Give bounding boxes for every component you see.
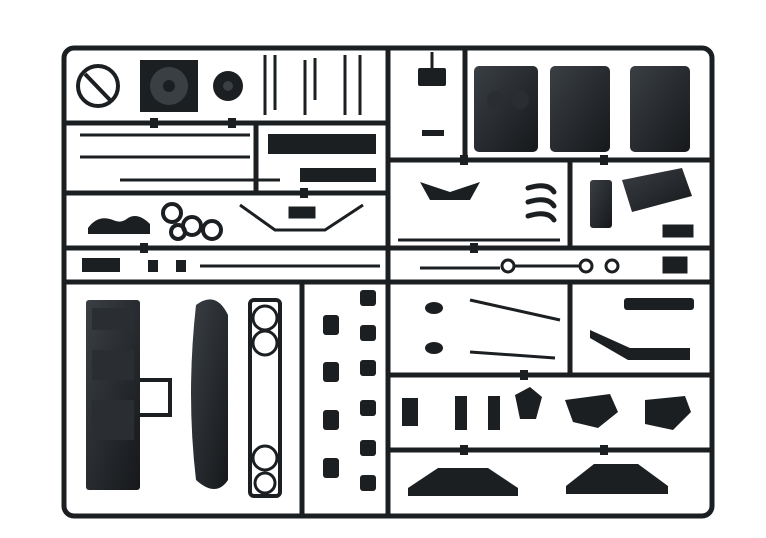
- chassis-rail-parts: [268, 134, 376, 182]
- grille-part: [191, 299, 228, 489]
- axle-housing-part: [408, 464, 668, 496]
- small-knob-parts: [323, 290, 376, 491]
- pedal-parts: [425, 298, 561, 360]
- dashboard-part: [86, 300, 140, 490]
- rod-parts: [263, 55, 362, 115]
- bracket-part: [140, 378, 172, 417]
- small-parts-row: [82, 258, 380, 272]
- exhaust-pipe-parts: [590, 298, 694, 360]
- manifold-part: [88, 216, 150, 234]
- seat-back-part: [474, 66, 538, 152]
- headlight-frame-part: [248, 298, 282, 498]
- seat-part: [550, 66, 690, 152]
- suspension-arm-part: [239, 203, 364, 232]
- wiper-arm-parts: [420, 182, 480, 200]
- exhaust-tips-part: [525, 183, 557, 223]
- fan-shroud-part: [140, 60, 198, 112]
- sprue-gates: [140, 118, 608, 455]
- mirror-part: [418, 52, 446, 136]
- sprue-frame: [61, 45, 715, 519]
- tie-rod-parts: [398, 224, 694, 274]
- pulley-belt-part: [161, 202, 223, 241]
- horn-part: [213, 71, 243, 101]
- battery-part: [590, 168, 692, 228]
- bracket-parts: [402, 387, 691, 430]
- axle-parts: [80, 133, 280, 182]
- steering-wheel-part: [76, 64, 120, 108]
